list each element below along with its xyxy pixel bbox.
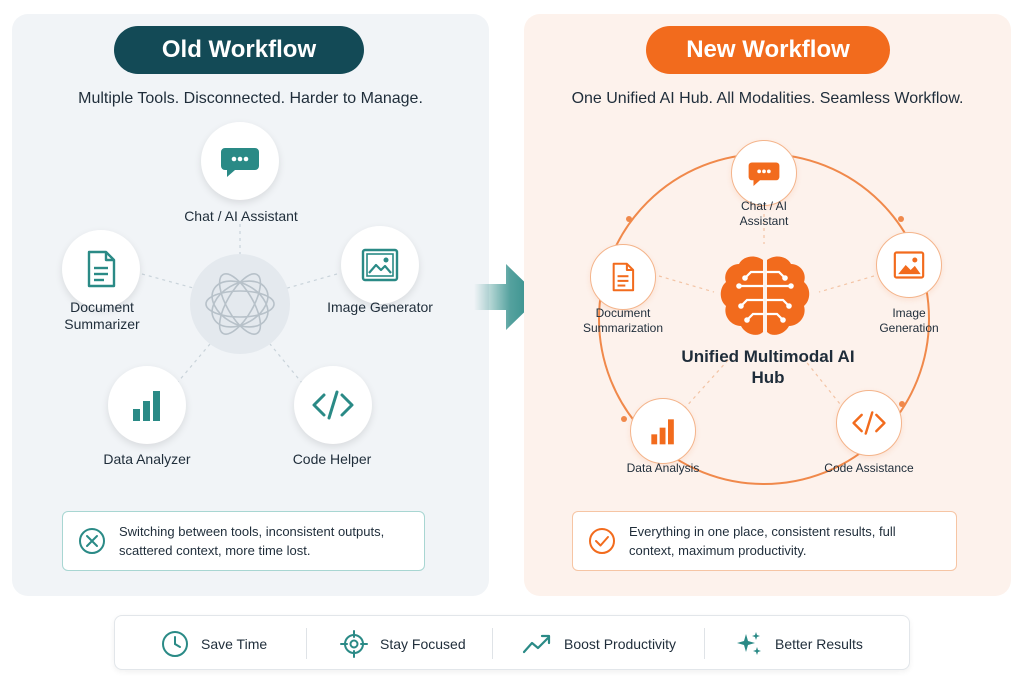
- tool-label: Data Analyzer: [103, 451, 191, 467]
- tool-code: [294, 366, 372, 444]
- old-workflow-message: Switching between tools, inconsistent ou…: [119, 524, 385, 558]
- code-icon: [852, 411, 886, 435]
- benefits-bar: Save Time Stay Focused Boost Productivit…: [114, 615, 910, 670]
- tool-label: Image Generator: [327, 299, 433, 315]
- benefit-label: Stay Focused: [380, 635, 466, 652]
- old-workflow-subtitle: Multiple Tools. Disconnected. Harder to …: [78, 90, 423, 107]
- bar-chart-icon: [651, 419, 674, 445]
- tool-data: [108, 366, 186, 444]
- close-circle-icon: [79, 528, 105, 554]
- old-workflow-panel: Old Workflow Multiple Tools. Disconnecte…: [12, 14, 489, 596]
- trending-up-icon: [522, 634, 551, 653]
- benefit-save-time: Save Time: [161, 616, 267, 671]
- divider: [492, 628, 493, 659]
- tool-chat: [201, 122, 279, 200]
- sparkles-icon: [737, 631, 761, 655]
- benefit-boost-productivity: Boost Productivity: [522, 616, 676, 671]
- document-icon: [87, 250, 116, 288]
- tool-label: Document Summarizer: [64, 299, 140, 332]
- tool-image: [876, 232, 942, 298]
- tool-document: [590, 244, 656, 310]
- new-workflow-subtitle: One Unified AI Hub. All Modalities. Seam…: [571, 90, 964, 107]
- arrow-right-icon: [474, 264, 540, 330]
- document-icon: [612, 262, 635, 292]
- check-circle-icon: [589, 528, 615, 554]
- tool-code: [836, 390, 902, 456]
- new-workflow-panel: New Workflow One Unified AI Hub. All Mod…: [524, 14, 1011, 596]
- new-workflow-message-box: Everything in one place, consistent resu…: [572, 511, 957, 571]
- hub-title: Unified Multimodal AI Hub: [681, 347, 855, 387]
- tool-label: Chat / AI Assistant: [184, 208, 298, 224]
- benefit-better-results: Better Results: [735, 616, 863, 671]
- new-workflow-message: Everything in one place, consistent resu…: [629, 524, 896, 558]
- divider: [306, 628, 307, 659]
- tool-label: Image Generation: [879, 306, 939, 335]
- tool-label: Code Helper: [292, 451, 372, 467]
- benefit-label: Better Results: [775, 635, 863, 652]
- target-icon: [340, 629, 368, 658]
- tool-data: [630, 398, 696, 464]
- tool-label: Data Analysis: [626, 461, 700, 475]
- chat-icon: [221, 148, 259, 177]
- image-icon: [361, 248, 399, 282]
- code-icon: [312, 390, 354, 420]
- tool-label: Code Assistance: [824, 461, 914, 475]
- bar-chart-icon: [133, 391, 160, 421]
- old-workflow-title: Old Workflow: [114, 26, 364, 74]
- tool-image: [341, 226, 419, 304]
- tool-label: Chat / AI Assistant: [739, 199, 789, 228]
- old-workflow-message-box: Switching between tools, inconsistent ou…: [62, 511, 425, 571]
- new-workflow-title: New Workflow: [646, 26, 890, 74]
- benefit-label: Boost Productivity: [564, 635, 677, 652]
- benefit-label: Save Time: [201, 635, 268, 652]
- tool-label: Document Summarization: [582, 306, 664, 335]
- tool-chat: [731, 140, 797, 206]
- tool-document: [62, 230, 140, 308]
- image-icon: [893, 251, 925, 279]
- clock-icon: [162, 630, 188, 657]
- brain-icon: [720, 256, 810, 335]
- divider: [704, 628, 705, 659]
- atom-icon: [190, 254, 290, 354]
- benefit-stay-focused: Stay Focused: [340, 616, 466, 671]
- chat-icon: [748, 162, 780, 186]
